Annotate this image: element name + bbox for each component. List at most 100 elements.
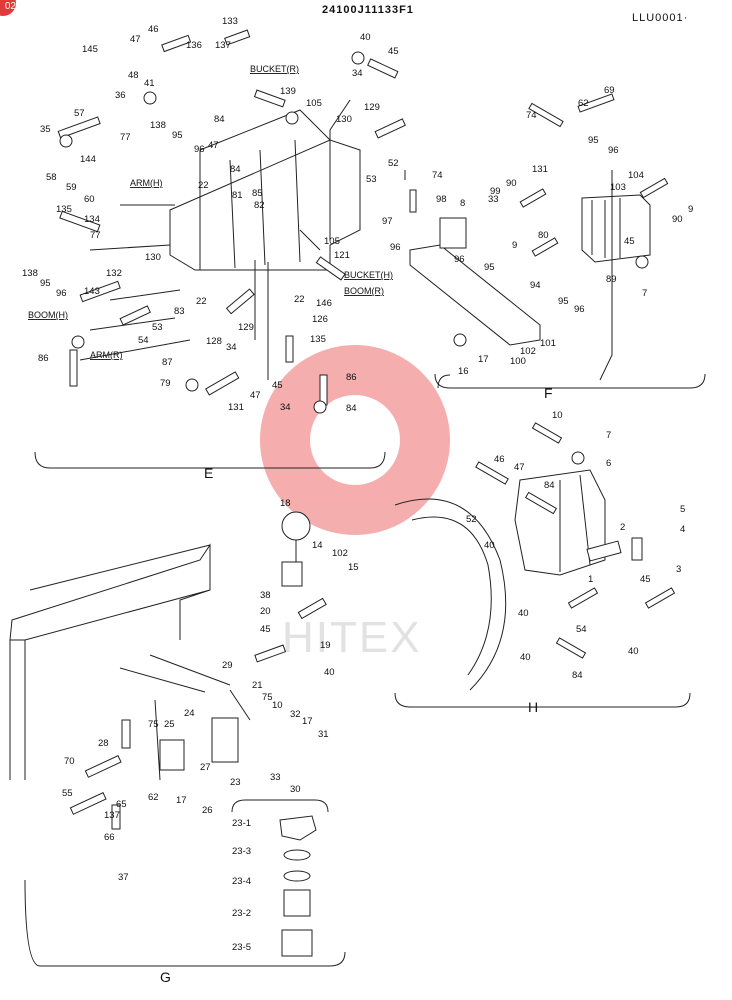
callout-g-14: 17 — [302, 716, 313, 727]
callout-g-32: 23 — [230, 777, 241, 788]
callout-e-26: 139 — [280, 86, 296, 97]
swing-ring-arc-inner — [411, 516, 492, 676]
callout-e-16: 60 — [84, 194, 95, 205]
callout-g-4: 38 — [260, 590, 271, 601]
hose-fitting-135 — [285, 335, 294, 363]
section-g-drawing — [9, 511, 346, 967]
callout-h-13: 45 — [640, 574, 651, 585]
callout-f-11: 98 — [436, 194, 447, 205]
hose-fitting-139 — [253, 89, 286, 108]
hose-fitting-84h2 — [555, 637, 587, 659]
hose-fitting-143 — [79, 280, 121, 303]
bolt-16 — [453, 333, 467, 347]
hose-fitting-45g — [297, 597, 327, 620]
callout-h-1: 7 — [606, 430, 611, 441]
valve-block-89 — [581, 194, 651, 263]
callout-e-60: 45 — [272, 380, 283, 391]
callout-h-5: 84 — [544, 480, 555, 491]
section-label-e: E — [204, 465, 213, 481]
callout-e-0: 46 — [148, 24, 159, 35]
callout-f-28: 101 — [540, 338, 556, 349]
hose-fitting-131 — [205, 371, 240, 396]
callout-e-9: 77 — [120, 132, 131, 143]
callout-f-24: 94 — [530, 280, 541, 291]
callout-e-45: 53 — [152, 322, 163, 333]
callout-f-16: 97 — [382, 216, 393, 227]
callout-g-16: 75 — [148, 719, 159, 730]
callout-f-29: 96 — [574, 304, 585, 315]
elbow-fitting-40 — [351, 51, 365, 65]
o-ring-23-3 — [283, 849, 311, 861]
callout-h-9: 40 — [484, 540, 495, 551]
callout-e-62: 34 — [280, 402, 291, 413]
callout-f-26: 95 — [558, 296, 569, 307]
cab-floor-outline — [9, 543, 211, 780]
callout-e-34: 53 — [366, 174, 377, 185]
callout-h-4: 47 — [514, 462, 525, 473]
plug-6 — [571, 451, 585, 465]
hose-fitting-10h — [531, 422, 563, 444]
bolt-74 — [409, 189, 417, 213]
hose-fitting-69 — [577, 93, 615, 113]
callout-e-18: 22 — [198, 180, 209, 191]
swing-ring-arc — [394, 498, 507, 691]
section-f-frame — [404, 170, 613, 389]
callout-e-63: 86 — [346, 372, 357, 383]
callout-g-12: 10 — [272, 700, 283, 711]
callout-h-16: 40 — [520, 652, 531, 663]
pipe-2 — [586, 540, 622, 562]
callout-f-8: 90 — [672, 214, 683, 225]
pilot-tube-lines — [119, 654, 251, 781]
watermark-text: HITEX — [282, 613, 422, 662]
callout-f-4: 96 — [608, 145, 619, 156]
callout-e-59: 47 — [250, 390, 261, 401]
hose-fitting-54h — [567, 587, 599, 609]
line-tag-boom-h: BOOM(H) — [28, 310, 68, 320]
callout-g-8: 40 — [324, 667, 335, 678]
callout-f-22: 45 — [624, 236, 635, 247]
watermark-gear-hub — [310, 395, 400, 485]
callout-g-19: 28 — [98, 738, 109, 749]
callout-f-31: 17 — [478, 354, 489, 365]
callout-f-2: 69 — [604, 85, 615, 96]
callout-g-18: 24 — [184, 708, 195, 719]
hose-fitting-84 — [319, 374, 328, 406]
callout-g-20: 27 — [200, 762, 211, 773]
callout-e-54: 126 — [312, 314, 328, 325]
callout-g_parts-2: 23-4 — [232, 876, 251, 887]
sheet-code: LLU0001· — [632, 12, 689, 24]
callout-f-25: 7 — [642, 288, 647, 299]
callout-e-17: 144 — [80, 154, 96, 165]
callout-h-8: 52 — [466, 514, 477, 525]
callout-g-0: 18 — [280, 498, 291, 509]
callout-e-31: 129 — [364, 102, 380, 113]
callout-e-19: 81 — [232, 190, 243, 201]
callout-e-6: 136 — [186, 40, 202, 51]
callout-e-25: 96 — [194, 144, 205, 155]
line-tag-arm-h: ARM(H) — [130, 178, 163, 188]
callout-g-11: 21 — [252, 680, 263, 691]
fitting-66 — [111, 804, 121, 830]
callout-g-3: 15 — [348, 562, 359, 573]
callout-e-44: 54 — [138, 335, 149, 346]
callout-e-58: 34 — [226, 342, 237, 353]
callout-e-47: 22 — [196, 296, 207, 307]
plug-7 — [635, 255, 649, 269]
callout-e-36: 134 — [84, 214, 100, 225]
callout-e-11: 57 — [74, 108, 85, 119]
callout-g-29: 137 — [104, 810, 120, 821]
callout-f-27: 102 — [520, 346, 536, 357]
callout-g-24: 26 — [202, 805, 213, 816]
callout-e-51: 121 — [334, 250, 350, 261]
hose-fitting-45h — [644, 587, 676, 609]
callout-h-6: 5 — [680, 504, 685, 515]
callout-e-37: 138 — [22, 268, 38, 279]
callout-e-41: 130 — [145, 252, 161, 263]
line-tag-bucket-r-top: BUCKET(R) — [250, 64, 299, 74]
elbow-fitting-105 — [285, 111, 299, 125]
hose-fitting-131f — [519, 188, 547, 208]
callout-f-10: 74 — [432, 170, 443, 181]
fitting-75g — [121, 719, 131, 749]
callout-f-6: 104 — [628, 170, 644, 181]
